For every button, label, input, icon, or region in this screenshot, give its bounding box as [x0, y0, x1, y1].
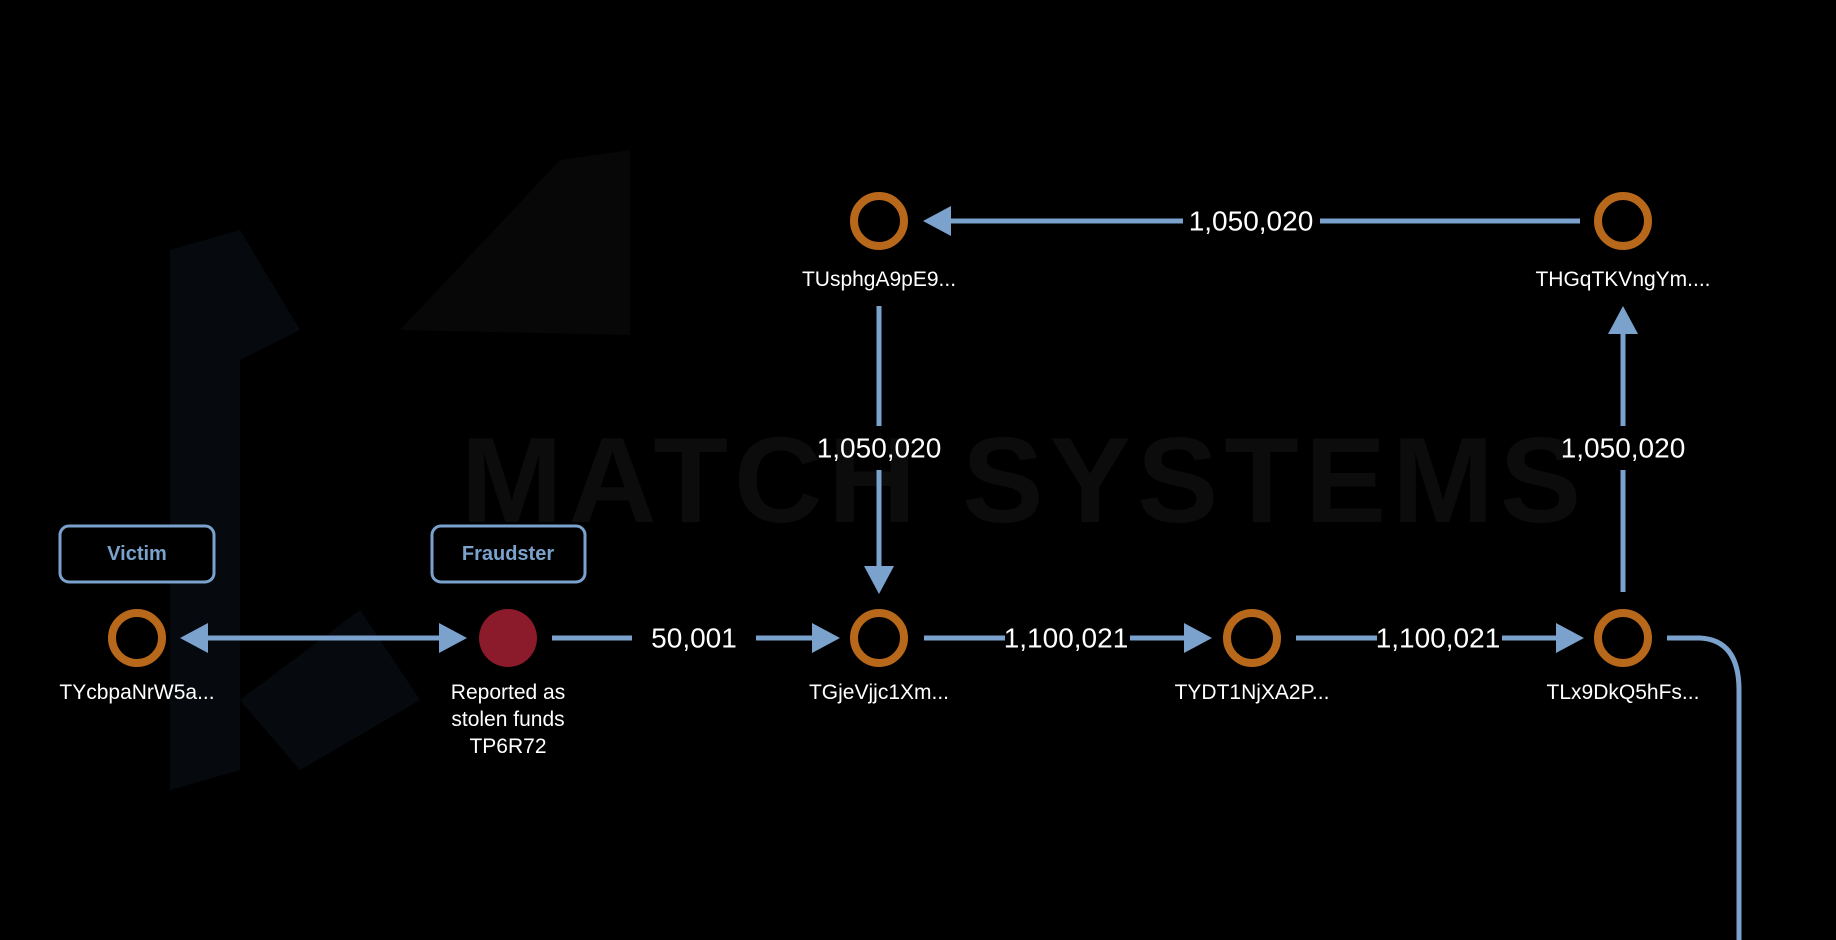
node-address: TUsphgA9pE9... [802, 268, 956, 291]
node-address: THGqTKVngYm.... [1535, 268, 1710, 291]
edge-label: 1,100,021 [1004, 623, 1129, 654]
node-address: TYcbpaNrW5a... [59, 681, 214, 704]
victim-badge-label: Victim [107, 543, 167, 565]
edge-victim-fraudster [180, 623, 467, 653]
node-tydt[interactable]: TYDT1NjXA2P... [1175, 609, 1330, 704]
edge-label: 1,050,020 [1561, 433, 1686, 464]
edge-tgje-tydt: 1,100,021 [924, 623, 1212, 654]
edge-tydt-tlx9: 1,100,021 [1296, 623, 1584, 654]
fraudster-badge: Fraudster [430, 524, 587, 584]
node-victim[interactable]: TYcbpaNrW5a... [59, 609, 215, 704]
node-note-line: TP6R72 [469, 735, 546, 758]
node-address: TGjeVjjc1Xm... [809, 681, 949, 704]
edge-label: 1,050,020 [817, 433, 942, 464]
node-thgq[interactable]: THGqTKVngYm.... [1535, 192, 1711, 291]
node-note-line: Reported as [451, 681, 565, 704]
node-address: TYDT1NjXA2P... [1175, 681, 1330, 704]
edge-label: 1,050,020 [1189, 206, 1314, 237]
node-tusp[interactable]: TUsphgA9pE9... [802, 192, 956, 291]
edge-label: 50,001 [651, 623, 737, 654]
node-tlx9[interactable]: TLx9DkQ5hFs... [1547, 609, 1700, 704]
edge-label: 1,100,021 [1376, 623, 1501, 654]
edge-tlx9-thgq: 1,050,020 [1561, 306, 1686, 592]
node-note-line: stolen funds [451, 708, 564, 731]
node-address: TLx9DkQ5hFs... [1547, 681, 1700, 704]
edge-tlx9-outgoing [1667, 635, 1742, 940]
node-tgje[interactable]: TGjeVjjc1Xm... [809, 609, 949, 704]
edge-fraudster-tgje: 50,001 [552, 623, 840, 654]
node-fraudster[interactable]: Reported as stolen funds TP6R72 [451, 609, 565, 758]
edge-tusp-tgje: 1,050,020 [817, 306, 942, 594]
edge-thgq-tusp: 1,050,020 [923, 206, 1580, 237]
victim-badge: Victim [58, 524, 216, 584]
watermark-text: MATCH SYSTEMS [461, 412, 1587, 548]
fraudster-badge-label: Fraudster [462, 543, 554, 565]
